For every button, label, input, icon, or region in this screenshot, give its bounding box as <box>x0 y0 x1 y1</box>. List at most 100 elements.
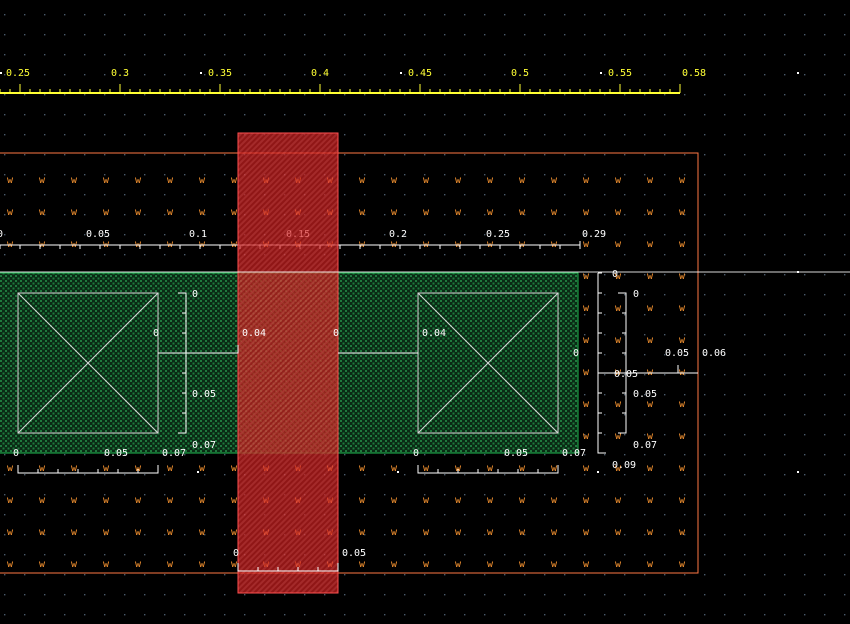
w-glyph: w <box>647 335 654 346</box>
w-glyph: w <box>231 207 238 218</box>
poly-gate[interactable] <box>237 132 339 594</box>
w-glyph: w <box>391 463 398 474</box>
ruler-mid-label: 0.1 <box>189 229 207 240</box>
w-glyph: w <box>647 239 654 250</box>
w-glyph: w <box>167 495 174 506</box>
ruler-mid-label: 0.29 <box>582 229 606 240</box>
w-glyph: w <box>583 207 590 218</box>
ruler-mid-label: 0 <box>0 229 3 240</box>
w-glyph: w <box>615 303 622 314</box>
w-glyph: w <box>39 559 46 570</box>
w-glyph: w <box>359 559 366 570</box>
right-contact[interactable] <box>417 292 559 434</box>
w-glyph: w <box>551 527 558 538</box>
w-glyph: w <box>679 271 686 282</box>
w-glyph: w <box>679 175 686 186</box>
w-glyph: w <box>167 559 174 570</box>
w-glyph: w <box>583 271 590 282</box>
w-glyph: w <box>583 335 590 346</box>
w-glyph: w <box>391 175 398 186</box>
poly-width-value: 0.05 <box>342 548 366 559</box>
w-glyph: w <box>519 527 526 538</box>
w-glyph: w <box>647 559 654 570</box>
edge-row-end: 0 <box>573 348 579 359</box>
w-glyph: w <box>7 175 14 186</box>
w-glyph: w <box>679 527 686 538</box>
w-glyph: w <box>487 207 494 218</box>
w-glyph: w <box>647 175 654 186</box>
w-glyph: w <box>71 207 78 218</box>
w-glyph: w <box>7 527 14 538</box>
w-glyph: w <box>583 399 590 410</box>
ruler-top-label: 0.25 <box>6 68 30 79</box>
w-glyph: w <box>679 207 686 218</box>
w-glyph: w <box>199 463 206 474</box>
right-v-mid: 0.05 <box>633 389 657 400</box>
left-h-mid: 0.05 <box>104 448 128 459</box>
w-glyph: w <box>679 239 686 250</box>
cell-boundary[interactable] <box>0 152 699 574</box>
w-glyph: w <box>679 463 686 474</box>
w-glyph: w <box>551 207 558 218</box>
w-glyph: w <box>39 207 46 218</box>
w-glyph: w <box>199 527 206 538</box>
w-glyph: w <box>391 495 398 506</box>
w-glyph: w <box>391 527 398 538</box>
w-glyph: w <box>519 559 526 570</box>
w-glyph: w <box>647 207 654 218</box>
w-glyph: w <box>71 463 78 474</box>
left-v-top: 0 <box>192 289 198 300</box>
w-glyph: w <box>231 463 238 474</box>
right-h-start: 0 <box>413 448 419 459</box>
w-glyph: w <box>487 463 494 474</box>
w-glyph: w <box>551 559 558 570</box>
w-glyph: w <box>103 527 110 538</box>
dimension-ticks <box>17 272 626 571</box>
ruler-top-label: 0.45 <box>408 68 432 79</box>
w-glyph: w <box>135 527 142 538</box>
w-glyph: w <box>615 431 622 442</box>
w-glyph: w <box>615 239 622 250</box>
ruler-mid-label: 0.25 <box>486 229 510 240</box>
w-glyph: w <box>199 207 206 218</box>
w-glyph: w <box>583 463 590 474</box>
w-glyph: w <box>679 559 686 570</box>
w-glyph: w <box>423 463 430 474</box>
w-glyph: w <box>487 175 494 186</box>
w-glyph: w <box>359 463 366 474</box>
w-glyph: w <box>359 527 366 538</box>
w-glyph: w <box>647 399 654 410</box>
w-glyph: w <box>583 495 590 506</box>
w-glyph: w <box>7 559 14 570</box>
gap-left-value: 0.04 <box>242 328 266 339</box>
w-glyph: w <box>583 559 590 570</box>
w-glyph: w <box>71 559 78 570</box>
w-glyph: w <box>647 463 654 474</box>
w-glyph: w <box>71 527 78 538</box>
w-glyph: w <box>359 175 366 186</box>
w-glyph: w <box>583 431 590 442</box>
left-contact[interactable] <box>17 292 159 434</box>
w-glyph: w <box>39 463 46 474</box>
w-glyph: w <box>455 527 462 538</box>
w-glyph: w <box>583 175 590 186</box>
w-glyph: w <box>103 175 110 186</box>
w-glyph: w <box>135 495 142 506</box>
w-glyph: w <box>487 527 494 538</box>
right-h-end: 0.07 <box>562 448 586 459</box>
left-h-start: 0 <box>13 448 19 459</box>
left-v-mid: 0.05 <box>192 389 216 400</box>
w-glyph: w <box>615 495 622 506</box>
w-glyph: w <box>39 175 46 186</box>
w-glyph: w <box>615 335 622 346</box>
left-v-bot: 0.07 <box>192 440 216 451</box>
w-glyph: w <box>679 399 686 410</box>
edge-low: 0.05 <box>614 369 638 380</box>
w-glyph: w <box>615 527 622 538</box>
w-glyph: w <box>231 175 238 186</box>
w-glyph: w <box>615 271 622 282</box>
w-glyph: w <box>615 399 622 410</box>
edge-bottom: 0.09 <box>612 460 636 471</box>
w-glyph: w <box>615 207 622 218</box>
